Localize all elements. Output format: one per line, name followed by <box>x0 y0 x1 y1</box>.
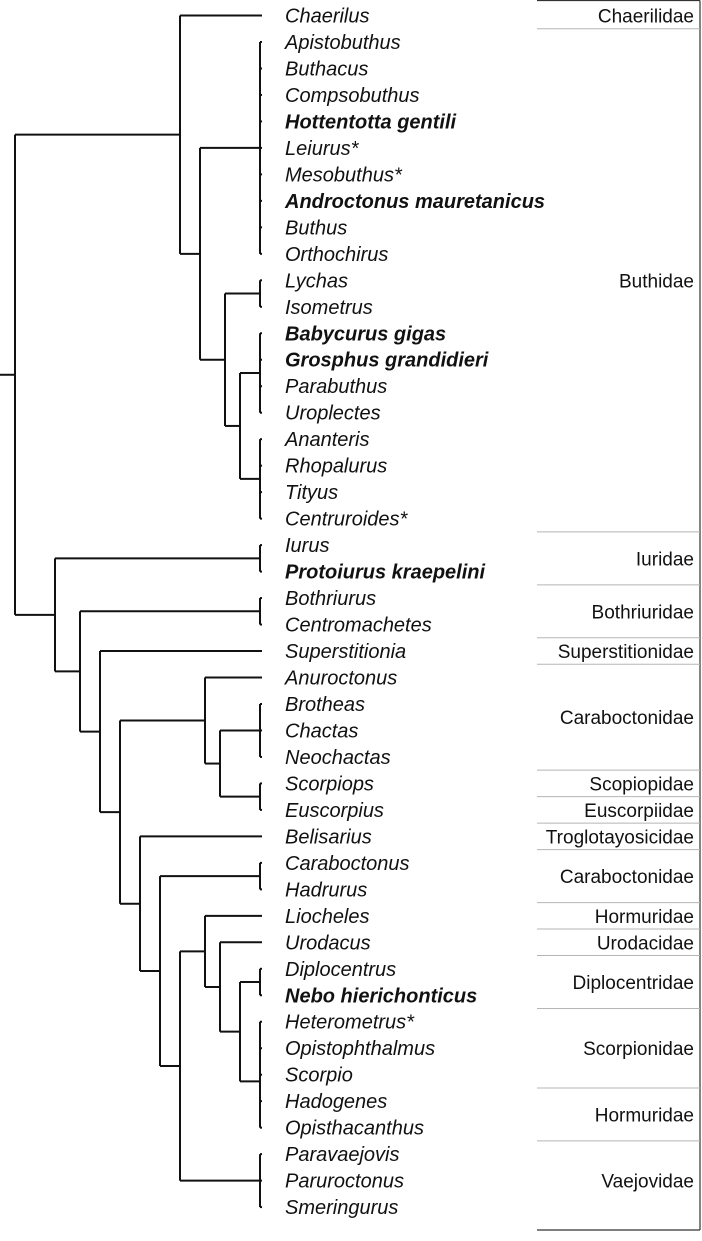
family-label: Troglotayosicidae <box>546 827 694 848</box>
family-label: Buthidae <box>619 271 694 292</box>
family-label: Caraboctonidae <box>560 867 694 888</box>
taxon-label: Opisthacanthus <box>285 1118 424 1140</box>
taxon-label: Chactas <box>285 720 358 742</box>
taxon-label: Smeringurus <box>285 1197 398 1219</box>
taxon-label: Opistophthalmus <box>285 1038 435 1060</box>
taxon-label: Neochactas <box>285 747 391 769</box>
taxon-label: Paruroctonus <box>285 1171 404 1193</box>
taxon-label: Centromachetes <box>285 615 432 637</box>
taxon-label: Heterometrus* <box>285 1012 415 1034</box>
family-label: Scopiopidae <box>589 774 694 795</box>
taxon-label: Protoiurus kraepelini <box>285 562 485 584</box>
family-label: Diplocentridae <box>573 973 694 994</box>
taxon-label: Tityus <box>285 482 338 504</box>
taxon-label: Centruroides* <box>285 509 409 531</box>
taxon-label: Hadogenes <box>285 1091 387 1113</box>
family-label: Urodacidae <box>597 933 694 954</box>
taxon-label: Orthochirus <box>285 244 388 266</box>
taxon-label: Rhopalurus <box>285 456 387 478</box>
taxon-label: Apistobuthus <box>284 32 401 54</box>
taxon-label: Grosphus grandidieri <box>285 350 489 372</box>
family-label: Hormuridae <box>595 1105 694 1126</box>
taxon-label: Euscorpius <box>285 800 384 822</box>
family-label: Chaerilidae <box>598 7 694 28</box>
taxon-label: Chaerilus <box>285 6 369 28</box>
taxon-label: Diplocentrus <box>285 959 396 981</box>
taxon-label: Brotheas <box>285 694 365 716</box>
taxon-label: Nebo hierichonticus <box>285 985 477 1007</box>
family-label: Iuridae <box>636 549 694 570</box>
taxon-label: Scorpio <box>285 1065 353 1087</box>
family-label: Superstitionidae <box>558 642 694 663</box>
taxon-label: Caraboctonus <box>285 853 410 875</box>
taxon-label: Belisarius <box>285 826 372 848</box>
family-column: ChaerilidaeButhidaeIuridaeBothriuridaeSu… <box>537 0 701 1231</box>
family-label: Bothriuridae <box>592 602 694 623</box>
taxon-label: Hadrurus <box>285 879 367 901</box>
taxon-label: Ananteris <box>284 429 370 451</box>
taxon-label: Uroplectes <box>285 403 381 425</box>
taxon-label: Superstitionia <box>285 641 406 663</box>
taxon-label: Mesobuthus* <box>285 164 403 186</box>
taxon-label: Buthacus <box>285 58 368 80</box>
taxon-label: Lychas <box>285 270 348 292</box>
family-label: Vaejovidae <box>601 1172 694 1193</box>
taxon-labels: ChaerilusApistobuthusButhacusCompsobuthu… <box>284 6 545 1220</box>
taxon-label: Androctonus mauretanicus <box>284 191 545 213</box>
taxon-label: Buthus <box>285 217 347 239</box>
taxon-label: Babycurus gigas <box>285 323 446 345</box>
tree-branches <box>0 14 262 1209</box>
taxon-label: Bothriurus <box>285 588 376 610</box>
taxon-label: Leiurus* <box>285 138 360 160</box>
taxon-label: Scorpiops <box>285 773 374 795</box>
taxon-label: Isometrus <box>285 297 373 319</box>
family-label: Scorpionidae <box>583 1039 694 1060</box>
taxon-label: Compsobuthus <box>285 85 420 107</box>
taxon-label: Parabuthus <box>285 376 387 398</box>
taxon-label: Anuroctonus <box>284 668 397 690</box>
taxon-label: Urodacus <box>285 932 371 954</box>
taxon-label: Iurus <box>285 535 329 557</box>
family-label: Caraboctonidae <box>560 708 694 729</box>
taxon-label: Hottentotta gentili <box>285 111 457 133</box>
taxon-label: Liocheles <box>285 906 370 928</box>
taxon-label: Paravaejovis <box>285 1144 400 1166</box>
family-label: Euscorpiidae <box>584 801 694 822</box>
family-label: Hormuridae <box>595 907 694 928</box>
